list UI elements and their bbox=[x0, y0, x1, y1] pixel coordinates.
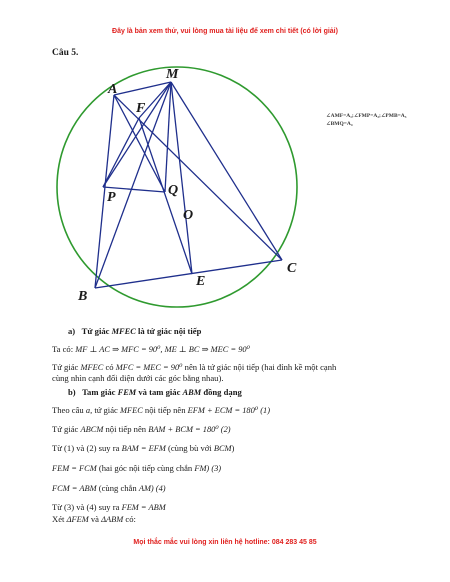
point-M: M bbox=[165, 67, 179, 82]
preview-banner: Đây là bản xem thử, vui lòng mua tài liệ… bbox=[112, 28, 338, 35]
segment-MF bbox=[138, 81, 172, 119]
line-fcm-abm: FCM = ABM (cùng chắn AM) (4) bbox=[52, 483, 166, 493]
point-P: P bbox=[107, 190, 116, 205]
part-a-heading: a) Tứ giác MFEC là tứ giác nội tiếp bbox=[68, 326, 202, 336]
line-tu-1-2: Từ (1) và (2) suy ra BAM = EFM (cùng bù … bbox=[52, 443, 235, 453]
line-ta-co: Ta có: MF ⊥ AC ⇒ MFC = 90⁰, ME ⊥ BC ⇒ ME… bbox=[52, 344, 250, 354]
segment-AQ bbox=[113, 94, 166, 193]
line-fem-fcm: FEM = FCM (hai góc nội tiếp cùng chắn FM… bbox=[52, 463, 222, 473]
line-tu-3-4: Từ (3) và (4) suy ra FEM = ABM bbox=[52, 502, 166, 512]
point-O: O bbox=[183, 208, 193, 223]
segment-MA bbox=[113, 81, 172, 96]
line-tu-giac-abcm: Tứ giác ABCM nội tiếp nên BAM + BCM = 18… bbox=[52, 424, 231, 434]
line-tu-giac-mfec: Tứ giác MFEC có MFC = MEC = 90⁰ nên là t… bbox=[52, 362, 337, 372]
point-C: C bbox=[287, 261, 297, 276]
segment-MB bbox=[94, 81, 172, 289]
segment-AB bbox=[94, 94, 115, 289]
geometry-figure: A M F P Q O E C B bbox=[56, 66, 298, 308]
line-tu-giac-mfec-cont: cùng nhìn cạnh đối diện dưới các góc bằn… bbox=[52, 373, 224, 383]
circumcircle bbox=[56, 66, 298, 308]
hotline-banner: Mọi thắc mắc vui lòng xin liên hệ hotlin… bbox=[133, 539, 317, 546]
point-B: B bbox=[77, 289, 87, 304]
segment-PF bbox=[102, 117, 140, 188]
segment-ME bbox=[170, 81, 193, 275]
segment-MQ bbox=[164, 81, 172, 193]
line-theo-cau-a: Theo câu a, tứ giác MFEC nội tiếp nên EF… bbox=[52, 405, 270, 415]
angle-note-2: ∠BMQ=A₄ bbox=[326, 121, 353, 127]
point-F: F bbox=[135, 101, 146, 116]
line-xet: Xét ΔFEM và ΔABM có: bbox=[52, 514, 136, 524]
point-Q: Q bbox=[168, 183, 178, 198]
segment-MP bbox=[102, 81, 172, 188]
question-label: Câu 5. bbox=[52, 48, 79, 58]
part-b-heading: b) Tam giác FEM và tam giác ABM đồng dạn… bbox=[68, 387, 242, 397]
angle-note-1: ∠AMF=A₁;∠FMP=A₂;∠PMB=A₃ bbox=[326, 113, 407, 119]
point-E: E bbox=[195, 274, 205, 289]
segment-BC bbox=[94, 259, 283, 289]
segment-AC bbox=[113, 94, 283, 261]
figure-lines bbox=[94, 81, 283, 289]
segment-PQ bbox=[102, 186, 166, 193]
segment-FE bbox=[138, 117, 193, 275]
point-A: A bbox=[107, 82, 117, 97]
segment-MC bbox=[170, 81, 283, 261]
